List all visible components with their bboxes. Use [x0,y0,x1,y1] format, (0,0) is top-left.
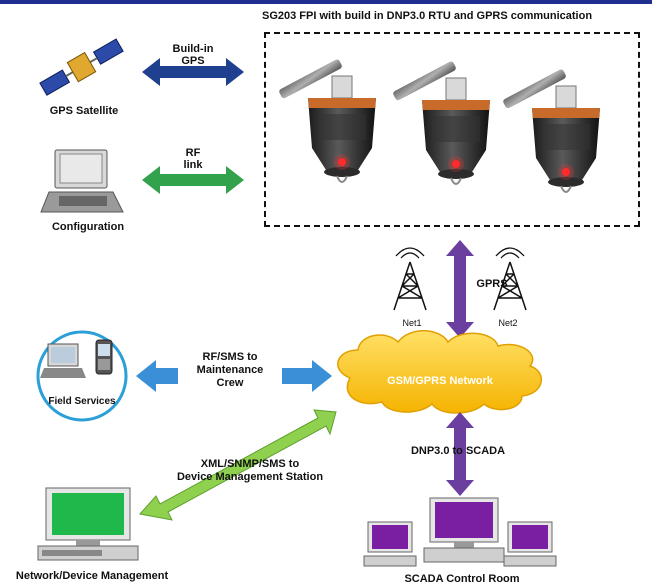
monitor-icon [423,497,505,563]
fpi-group-box [264,32,640,227]
radio-tower-icon [393,247,427,311]
monitor-icon [363,521,417,567]
configuration-label: Configuration [52,221,124,233]
mobile-phone-icon [95,339,113,375]
rf-sms-label-1: RF/SMS to [203,351,258,363]
net2-label: Net2 [498,318,517,328]
rf-link-arrow [142,166,244,194]
top-accent-bar [0,0,652,4]
laptop-icon [40,149,124,213]
xml-link-label-2: Device Management Station [177,471,323,483]
gprs-arrow [446,240,474,338]
gps-link-label-2: GPS [181,55,204,67]
scada-room-label: SCADA Control Room [404,573,519,582]
diagram-title: SG203 FPI with build in DNP3.0 RTU and G… [262,10,593,22]
dnp-arrow [446,412,474,496]
gps-satellite-label: GPS Satellite [50,105,118,117]
network-cloud-label: GSM/GPRS Network [387,375,494,387]
rf-sms-label-2: Maintenance [197,364,264,376]
gps-link-arrow [142,58,244,86]
network-device-mgmt-label: Network/Device Management [16,570,169,582]
fault-indicator-icon [277,57,601,193]
xml-link-arrow [139,409,337,521]
monitor-icon [503,521,557,567]
xml-link-label-1: XML/SNMP/SMS to [201,458,300,470]
rf-sms-label-3: Crew [217,377,244,389]
field-services-badge [36,330,128,422]
rf-link-label-1: RF [186,147,201,159]
rf-sms-arrow [136,360,332,392]
gps-link-label-1: Build-in [173,43,214,55]
satellite-icon [39,38,124,96]
net1-label: Net1 [402,318,421,328]
monitor-icon [37,487,139,561]
field-services-label: Field Services [48,396,116,407]
gsm-gprs-cloud [337,330,542,414]
gprs-label: GPRS [476,278,507,290]
dnp-link-label: DNP3.0 to SCADA [411,445,505,457]
laptop-icon [40,343,86,378]
rf-link-label-2: link [184,159,204,171]
